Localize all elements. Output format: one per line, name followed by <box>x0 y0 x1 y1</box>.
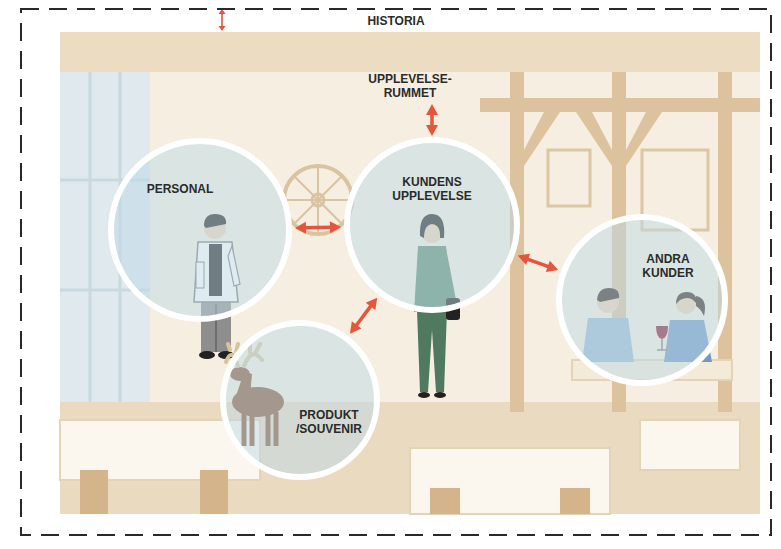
arrow-line <box>304 225 332 229</box>
wagon-wheel <box>284 166 352 234</box>
node-label: KUNDENS UPPLEVELSE <box>382 175 482 203</box>
customer-figure <box>418 392 430 398</box>
wooden-beams <box>626 112 662 166</box>
tables-and-chairs <box>80 470 108 514</box>
double-arrow <box>295 221 341 234</box>
customer-circle: KUNDENS UPPLEVELSE <box>344 137 520 313</box>
room-background <box>60 32 760 514</box>
double-arrow <box>426 104 438 136</box>
room-background <box>60 402 760 514</box>
node-label: UPPLEVELSE- RUMMET <box>360 72 460 100</box>
arrow-head <box>330 221 341 233</box>
arrow-head <box>350 321 361 333</box>
double-arrow <box>518 254 558 272</box>
arrow-head <box>426 125 438 136</box>
wagon-wheel <box>284 166 352 234</box>
room-background <box>60 32 760 72</box>
wooden-beams <box>524 112 560 166</box>
wagon-wheel <box>294 176 342 224</box>
wagon-wheel <box>294 176 342 224</box>
staff-circle: PERSONAL <box>108 138 292 322</box>
node-label: PRODUKT /SOUVENIR <box>290 408 368 436</box>
circle-outline <box>223 323 377 477</box>
circle-outline <box>556 214 728 386</box>
circle-outline <box>344 137 520 313</box>
arrow-line <box>221 13 223 27</box>
arrow-head <box>546 261 558 272</box>
arrow-head <box>426 104 438 115</box>
room-background <box>60 32 760 514</box>
tables-and-chairs <box>430 488 460 514</box>
circle-outline <box>220 320 380 480</box>
double-arrow <box>219 9 226 31</box>
arrow-head <box>518 254 530 265</box>
tables-and-chairs <box>200 470 228 514</box>
tables-and-chairs <box>640 420 740 470</box>
arrow-head <box>219 26 226 31</box>
node-label: PERSONAL <box>130 182 230 196</box>
double-arrow <box>350 298 377 334</box>
other-customers-circle: ANDRA KUNDER <box>556 214 728 386</box>
circle-outline <box>111 141 289 319</box>
arrow-line <box>526 259 550 268</box>
circle-outline <box>108 138 292 322</box>
experience-room: UPPLEVELSE- RUMMET PERSONAL KUNDENS UPPLEV… <box>60 32 760 514</box>
history-frame: HISTORIA UPPLEVELSE- RUMMET PERSONAL KUNDEN… <box>20 8 772 536</box>
wooden-beams <box>480 72 760 412</box>
node-label: ANDRA KUNDER <box>633 252 703 280</box>
arrow-head <box>295 222 306 234</box>
arrow-line <box>355 305 372 327</box>
dashed-frame <box>21 9 771 535</box>
customer-figure <box>434 392 446 398</box>
wooden-beams <box>576 112 612 166</box>
room-background <box>89 72 92 402</box>
product-circle: PRODUKT /SOUVENIR <box>220 320 380 480</box>
circle-outline <box>347 140 517 310</box>
waiter-figure <box>199 351 215 359</box>
node-label: HISTORIA <box>20 14 772 28</box>
circle-outline <box>559 217 725 383</box>
tables-and-chairs <box>560 488 590 514</box>
tables-and-chairs <box>410 448 610 514</box>
arrow-head <box>366 298 377 310</box>
customer-figure <box>417 310 447 392</box>
wall-pictures <box>548 150 590 206</box>
